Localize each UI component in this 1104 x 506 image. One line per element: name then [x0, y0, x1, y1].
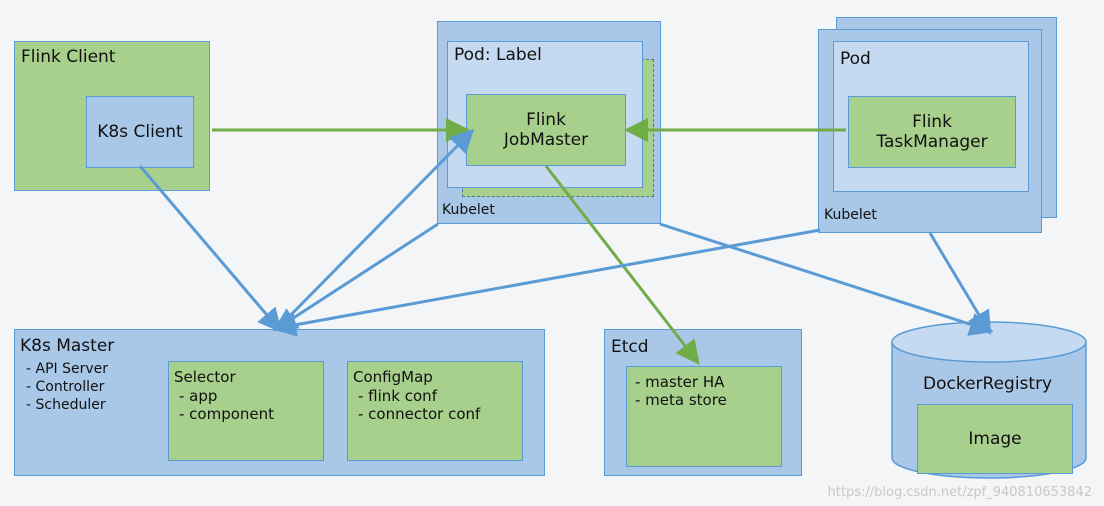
taskmanager-kubelet-label: Kubelet: [824, 207, 877, 223]
configmap-title: ConfigMap: [353, 368, 433, 386]
taskmanager-pod-title: Pod: [840, 49, 871, 69]
selector-box: Selector - app - component: [168, 361, 324, 461]
docker-registry-title: DockerRegistry: [923, 374, 1053, 394]
jobmaster-box: Flink JobMaster: [466, 94, 626, 166]
watermark-text: https://blog.csdn.net/zpf_940810653842: [827, 485, 1092, 500]
k8s-master-item: - Scheduler: [26, 397, 106, 413]
etcd-item: - meta store: [635, 391, 727, 409]
k8s-master-item: - API Server: [26, 361, 109, 377]
arrow-k8sclient-to-master: [138, 165, 282, 333]
configmap-item: - flink conf: [358, 387, 437, 405]
image-box: Image: [917, 404, 1073, 474]
jobmanager-pod-title: Pod: Label: [454, 45, 542, 65]
arrow-master-to-jobmaster: [276, 128, 475, 330]
selector-item: - app: [179, 387, 218, 405]
jobmanager-kubelet-label: Kubelet: [442, 202, 495, 218]
configmap-box: ConfigMap - flink conf - connector conf: [347, 361, 523, 461]
etcd-title: Etcd: [611, 337, 649, 357]
taskmanager-line1: Flink: [912, 112, 952, 132]
taskmanager-line2: TaskManager: [876, 132, 988, 152]
etcd-item: - master HA: [635, 373, 725, 391]
taskmanager-box: Flink TaskManager: [848, 96, 1016, 168]
k8s-master-title: K8s Master: [20, 336, 115, 356]
arrow-jobmaster-to-etcd: [544, 165, 700, 365]
image-label: Image: [968, 429, 1022, 449]
selector-item: - component: [179, 405, 275, 423]
selector-title: Selector: [174, 368, 236, 386]
k8s-master-item: - Controller: [26, 379, 105, 395]
arrow-jmkubelet-to-master: [272, 222, 439, 332]
k8s-client-box: K8s Client: [86, 96, 194, 168]
jobmaster-line2: JobMaster: [503, 130, 589, 150]
configmap-item: - connector conf: [358, 405, 481, 423]
flink-client-title: Flink Client: [21, 47, 116, 67]
jobmaster-line1: Flink: [526, 110, 566, 130]
arrow-jmkubelet-to-registry: [659, 222, 994, 336]
arrow-tmkubelet-to-registry: [928, 232, 992, 336]
etcd-inner-box: - master HA - meta store: [626, 366, 782, 467]
k8s-client-label: K8s Client: [97, 122, 183, 142]
